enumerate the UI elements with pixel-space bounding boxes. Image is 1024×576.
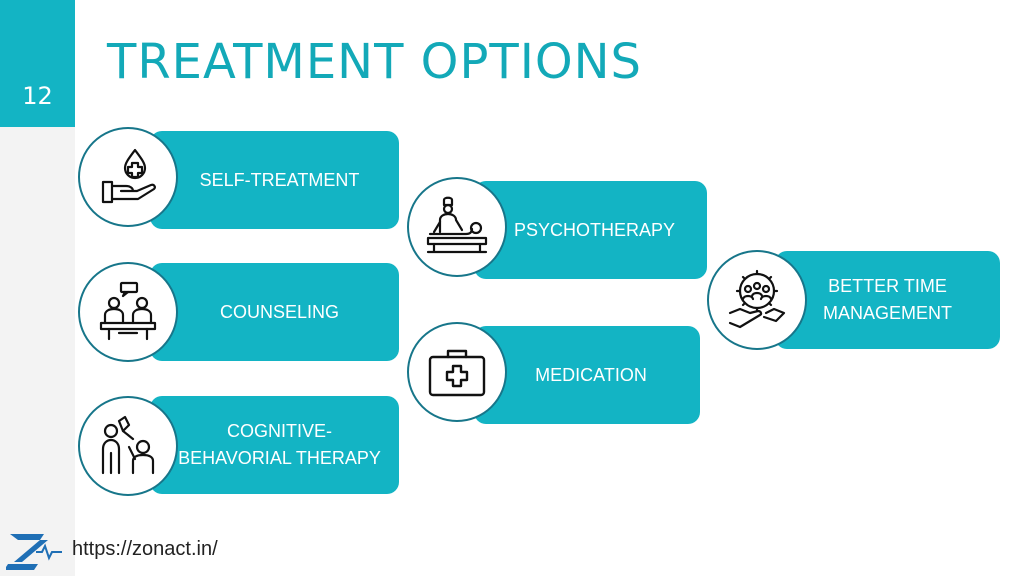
hand-drop-icon <box>78 127 178 227</box>
option-card-self-treatment: SELF-TREATMENT <box>150 131 399 229</box>
option-label-self-treatment: SELF-TREATMENT <box>199 169 360 190</box>
slide-title: TREATMENT OPTIONS <box>107 34 643 90</box>
counseling-icon <box>78 262 178 362</box>
footer-url-link[interactable]: https://zonact.in/ <box>72 538 218 560</box>
option-label-medication: MEDICATION <box>535 364 647 385</box>
first-aid-kit-icon <box>407 322 507 422</box>
high-five-icon <box>78 396 178 496</box>
option-label-better-time-management: BETTER TIME MANAGEMENT <box>822 276 952 323</box>
option-card-counseling: COUNSELING <box>150 263 399 361</box>
option-label-psychotherapy: PSYCHOTHERAPY <box>513 219 676 240</box>
option-label-cognitive-behavioral-therapy: COGNITIVE- BEHAVORIAL THERAPY <box>178 421 381 468</box>
option-card-psychotherapy: PSYCHOTHERAPY <box>474 181 707 279</box>
option-card-better-time-management: BETTER TIME MANAGEMENT <box>775 251 1000 349</box>
zonact-logo-icon <box>6 534 62 570</box>
option-card-medication: MEDICATION <box>474 326 700 424</box>
massage-therapy-icon <box>407 177 507 277</box>
option-label-counseling: COUNSELING <box>219 301 340 322</box>
slide-number: 12 <box>0 0 75 127</box>
teamwork-gear-icon <box>707 250 807 350</box>
option-card-cognitive-behavioral-therapy: COGNITIVE- BEHAVORIAL THERAPY <box>150 396 399 494</box>
